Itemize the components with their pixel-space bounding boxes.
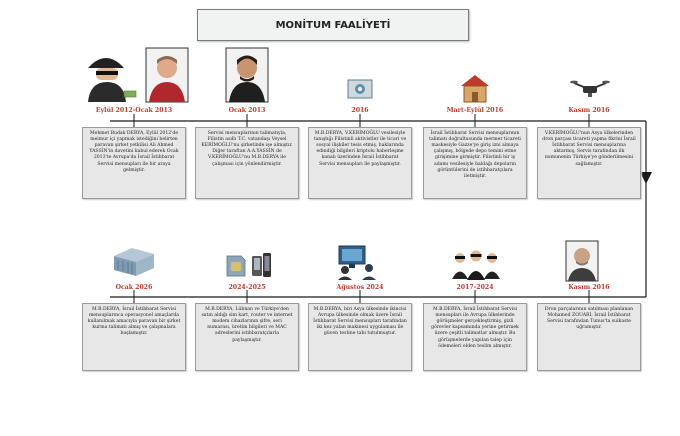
page-title: MONİTUM FAALİYETİ (197, 9, 469, 41)
event-box-eylul-2012: Mehmet Budak DERYA, Eylül 2012'de meimur… (82, 127, 186, 199)
agents-group-icon (452, 250, 500, 280)
computer-users-icon (338, 245, 376, 280)
event-label-mart-eylul-2016: Mart-Eylül 2016 (446, 107, 504, 114)
box-house-icon (461, 75, 489, 103)
event-label-kasim-2016-bottom: Kasım 2016 (568, 284, 610, 291)
event-label-2017-2024: 2017-2024 (456, 284, 494, 291)
event-label-eylul-2012: Eylül 2012-Ocak 2013 (95, 107, 173, 114)
event-label-ocak-2026: Ocak 2026 (115, 284, 153, 291)
event-box-mart-eylul-2016: İsrail İstihbarat Servisi mensuplarının … (423, 127, 527, 199)
event-box-agustos-2024: M.B.DERYA, biri Asya ülkesinde ikincisi … (308, 303, 412, 371)
event-label-agustos-2024: Ağustos 2024 (336, 284, 384, 291)
drone-icon (570, 80, 610, 97)
sim-card-phone-icon (226, 253, 271, 277)
event-label-2024-2025: 2024-2025 (228, 284, 266, 291)
document-icon (347, 79, 373, 99)
event-label-2016: 2016 (351, 107, 369, 114)
event-box-2024-2025: M.B.DERYA, Lübnan ve Türkiye'den satın a… (195, 303, 299, 371)
man-portrait-icon (225, 47, 269, 103)
event-box-kasim-2016-top: V.KERİMOĞLU'nun Asya ülkelerinden dron p… (537, 127, 641, 199)
event-label-ocak-2013: Ocak 2013 (228, 107, 266, 114)
servers-icon (114, 248, 154, 276)
event-box-2016: M.B.DERYA, V.KERİMOĞLU vesilesiyle tanış… (308, 127, 412, 199)
event-box-ocak-2026: M.B.DERYA, İsrail İstihbarat Servisi men… (82, 303, 186, 371)
bald-man-portrait-icon (565, 240, 599, 282)
event-label-kasim-2016-top: Kasım 2016 (568, 107, 610, 114)
event-box-2017-2024: M.B.DERYA, İsrail İstihbarat Servisi men… (423, 303, 527, 371)
event-box-kasim-2016-bottom: Dron parçalarının satılması planlanan Mo… (537, 303, 641, 371)
event-box-ocak-2013: Servisi mensuplarının talimatıyla, Filis… (195, 127, 299, 199)
spy-with-money-and-portrait-icon (88, 47, 189, 103)
